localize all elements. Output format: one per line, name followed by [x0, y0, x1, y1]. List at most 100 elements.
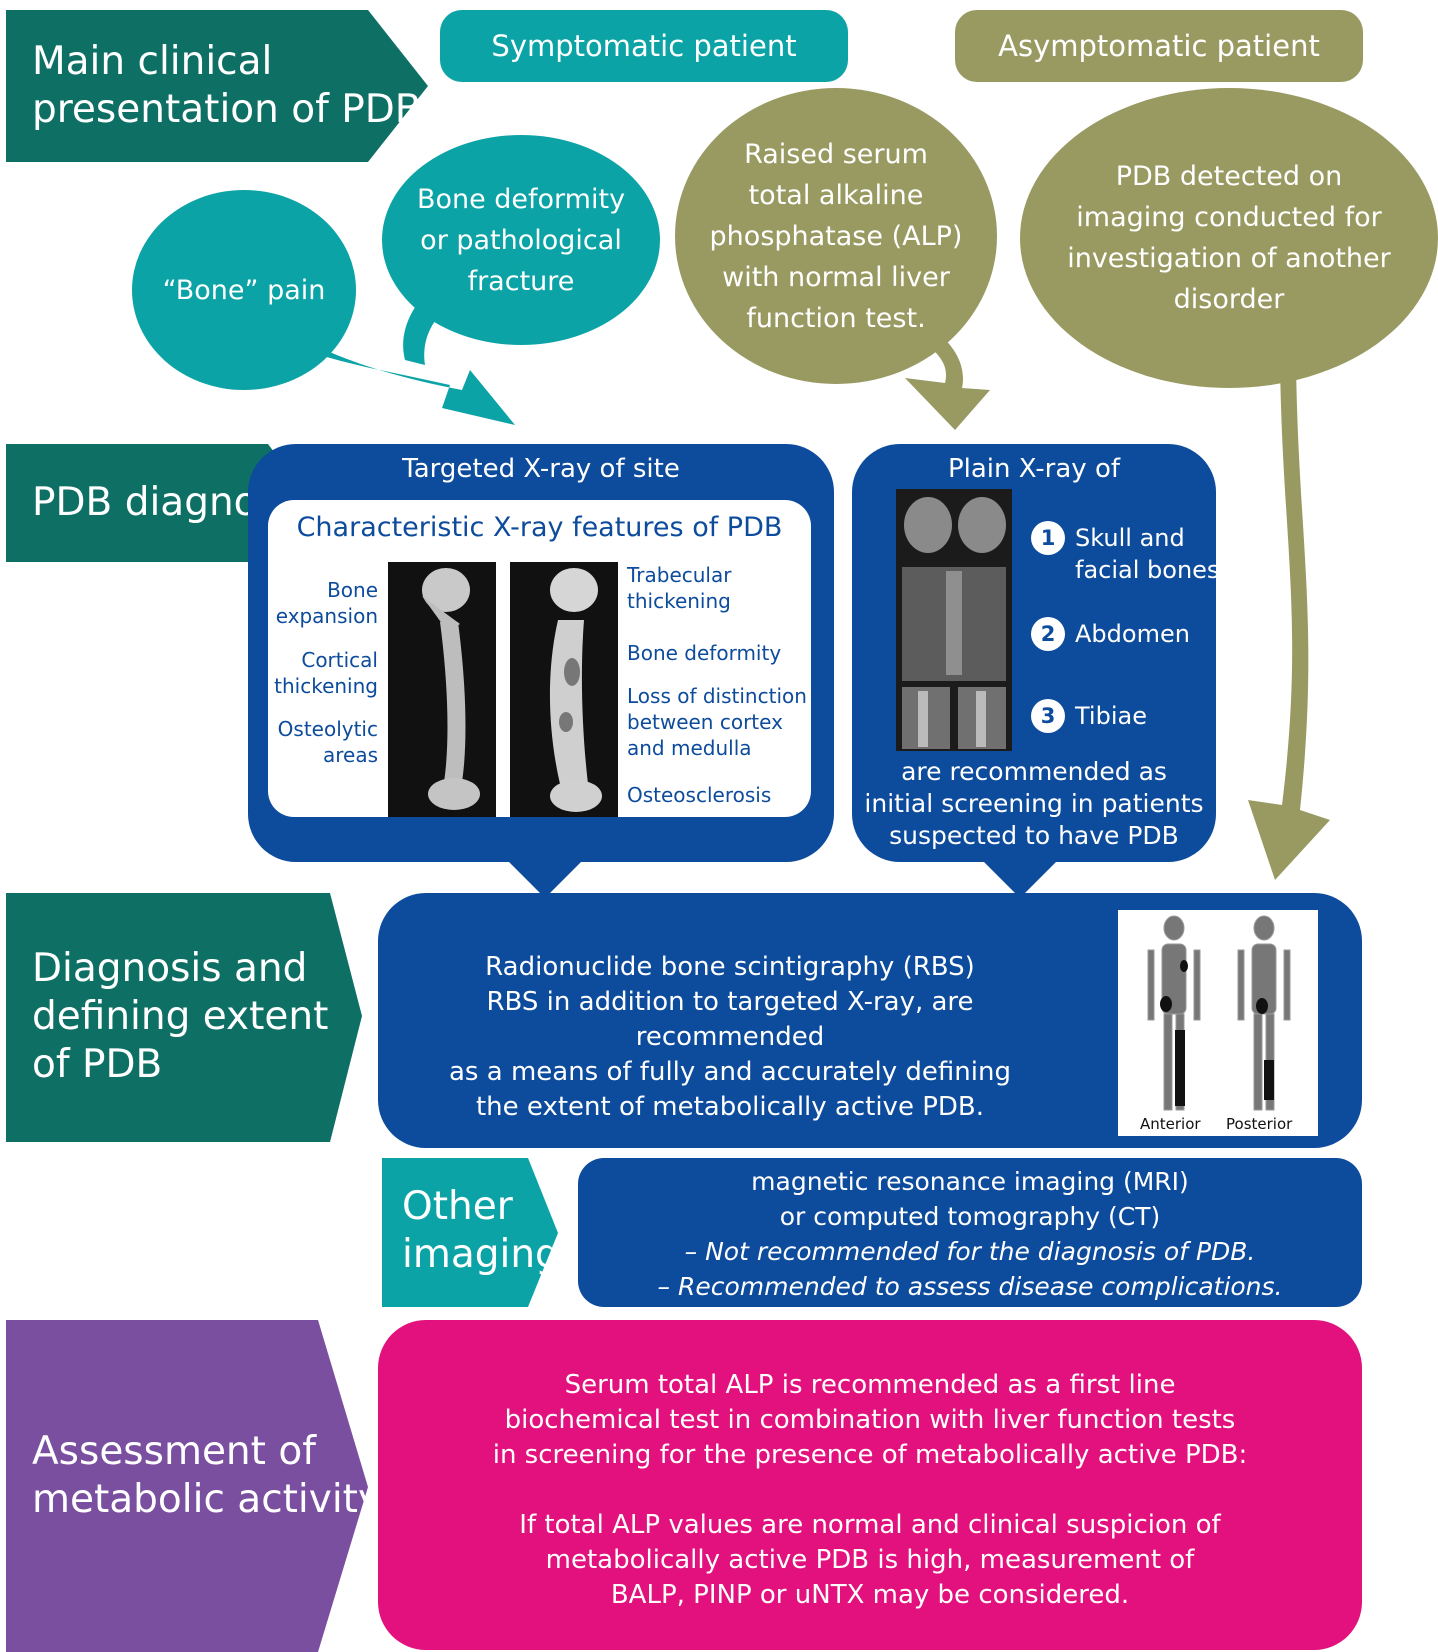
alp-line: If total ALP values are normal and clini… [519, 1510, 1221, 1540]
feature-line: Cortical [301, 648, 378, 672]
bubble-line: total alkaline [748, 179, 924, 211]
feature-bone-expansion: Bone expansion [260, 577, 378, 629]
feature-line: Osteosclerosis [627, 783, 772, 807]
bubble-line: “Bone” pain [162, 274, 326, 306]
main-presentation-chevron [6, 10, 428, 162]
feature-loss-of-distinction: Loss of distinction between cortex and m… [627, 683, 811, 761]
alp-line: Serum total ALP is recommended as a firs… [564, 1370, 1176, 1400]
imaging-arrow [1248, 360, 1330, 880]
alp-arrow [905, 335, 990, 430]
plain-xray-image [896, 489, 1012, 751]
metabolic-chevron [6, 1320, 368, 1652]
other-imaging-chevron [382, 1158, 558, 1307]
label-line: of PDB [32, 1042, 163, 1087]
feature-line: Trabecular [627, 563, 732, 587]
label-line: metabolic activity [32, 1477, 382, 1522]
feature-bone-deformity: Bone deformity [627, 640, 807, 666]
feature-line: thickening [274, 674, 378, 698]
targeted-xray-title: Targeted X-ray of site [402, 454, 680, 484]
label-line: Main clinical [32, 39, 273, 84]
xray-features-title: Characteristic X-ray features of PDB [296, 512, 783, 543]
rbs-line: RBS in addition to targeted X-ray, are r… [486, 987, 974, 1052]
scintigraphy-anterior-label: Anterior [1140, 1115, 1201, 1133]
alp-recommendation-box [378, 1320, 1362, 1650]
plain-item-skull: Skull and facial bones [1075, 522, 1219, 586]
bubble-line: fracture [467, 265, 575, 297]
row-label-other-imaging: Other imaging [402, 1183, 560, 1279]
label-line: Assessment of [32, 1429, 316, 1474]
rbs-line: the extent of metabolically active PDB. [475, 1092, 985, 1122]
bubble-line: with normal liver [722, 261, 950, 293]
label-line: imaging [402, 1232, 560, 1277]
label-line: presentation of PDB [32, 87, 422, 132]
feature-line: Bone deformity [627, 641, 782, 665]
alp-line: biochemical test in combination with liv… [504, 1405, 1236, 1435]
plain-item-number-2: 2 [1031, 617, 1065, 651]
femur-xray-pdb [510, 562, 618, 817]
scintigraphy-posterior-label: Posterior [1226, 1115, 1293, 1133]
bubble-line: phosphatase (ALP) [709, 220, 963, 252]
bubble-line: function test. [746, 302, 926, 334]
bubble-line: PDB detected on [1115, 161, 1343, 192]
mri-ct-box [578, 1158, 1362, 1307]
plain-item-tibiae: Tibiae [1075, 700, 1147, 732]
mri-line: or computed tomography (CT) [779, 1202, 1161, 1231]
feature-line: Bone [327, 578, 378, 602]
femur-xray-normal [388, 562, 496, 817]
plain-xray-footer: are recommended as initial screening in … [852, 756, 1216, 852]
bubble-line: imaging conducted for [1076, 202, 1382, 233]
feature-trabecular-thickening: Trabecular thickening [627, 562, 807, 614]
rbs-line: as a means of fully and accurately defin… [449, 1057, 1011, 1087]
mri-ct-text: magnetic resonance imaging (MRI) or comp… [578, 1164, 1362, 1304]
scintigraphy-image [1118, 910, 1318, 1136]
row-label-main-presentation: Main clinical presentation of PDB [32, 38, 422, 134]
alp-line: in screening for the presence of metabol… [492, 1440, 1248, 1470]
plain-xray-title: Plain X-ray of [947, 454, 1121, 484]
raised-alp-bubble: Raised serum total alkaline phosphatase … [675, 88, 997, 384]
item-line: Tibiae [1075, 702, 1147, 730]
plain-item-abdomen: Abdomen [1075, 618, 1190, 650]
feature-line: Loss of distinction [627, 684, 807, 708]
bubble-line: Raised serum [744, 138, 928, 170]
footer-line: suspected to have PDB [889, 821, 1179, 850]
plain-tail [980, 858, 1060, 898]
footer-line: are recommended as [901, 757, 1167, 786]
rbs-line: Radionuclide bone scintigraphy (RBS) [485, 952, 975, 982]
row-label-metabolic: Assessment of metabolic activity [32, 1428, 381, 1524]
alp-line: metabolically active PDB is high, measur… [545, 1545, 1195, 1575]
label-line: Diagnosis and [32, 946, 308, 991]
feature-line: expansion [275, 604, 378, 628]
bone-pain-bubble: “Bone” pain [132, 190, 356, 390]
label-line: Other [402, 1184, 513, 1229]
bubble-line: disorder [1173, 284, 1285, 315]
symptomatic-patient-pill: Symptomatic patient [440, 10, 848, 82]
item-line: facial bones [1075, 556, 1220, 584]
plain-item-number-3: 3 [1031, 699, 1065, 733]
bubble-line: or pathological [420, 224, 622, 256]
scintigraphy-skeletons [1147, 915, 1291, 1111]
item-line: Skull and [1075, 524, 1185, 552]
row-label-extent: Diagnosis and defining extent of PDB [32, 945, 328, 1089]
feature-osteolytic-areas: Osteolytic areas [260, 716, 378, 768]
mri-line: – Recommended to assess disease complica… [657, 1272, 1283, 1301]
alp-paragraph-1: Serum total ALP is recommended as a firs… [400, 1368, 1340, 1473]
bone-deformity-bubble: Bone deformity or pathological fracture [382, 135, 660, 345]
mri-line: – Not recommended for the diagnosis of P… [684, 1237, 1256, 1266]
alp-paragraph-2: If total ALP values are normal and clini… [400, 1508, 1340, 1613]
bubble-line: investigation of another [1067, 243, 1391, 274]
item-line: Abdomen [1075, 620, 1190, 648]
feature-line: between cortex [627, 710, 783, 734]
feature-line: areas [322, 743, 378, 767]
feature-osteosclerosis: Osteosclerosis [627, 782, 807, 808]
extent-chevron [6, 893, 362, 1142]
rbs-text: Radionuclide bone scintigraphy (RBS) RBS… [400, 950, 1060, 1125]
feature-line: Osteolytic [277, 717, 378, 741]
alp-line: BALP, PINP or uNTX may be considered. [610, 1580, 1130, 1610]
plain-item-number-1: 1 [1031, 521, 1065, 555]
bubble-line: Bone deformity [416, 183, 626, 215]
diagnosis-chevron [6, 444, 312, 562]
feature-cortical-thickening: Cortical thickening [260, 647, 378, 699]
label-line: defining extent [32, 994, 329, 1039]
mri-line: magnetic resonance imaging (MRI) [751, 1167, 1189, 1196]
